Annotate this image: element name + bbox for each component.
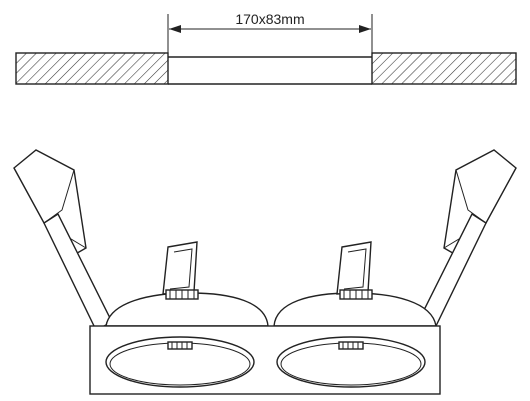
dimension-label: 170x83mm xyxy=(235,11,304,27)
ceiling-cutout-section xyxy=(15,52,517,85)
ceiling-left-hatched xyxy=(15,52,169,85)
dimension-callout: 170x83mm xyxy=(167,11,373,53)
right-spring-clip xyxy=(417,149,517,331)
left-spring-clip xyxy=(13,149,113,331)
left-lamp-bracket xyxy=(162,241,199,300)
left-lamp-opening xyxy=(105,336,255,388)
right-lamp-bracket xyxy=(336,241,373,300)
downlight-fixture xyxy=(13,149,517,395)
ceiling-right-hatched xyxy=(371,52,517,85)
right-lamp-opening xyxy=(276,336,426,388)
